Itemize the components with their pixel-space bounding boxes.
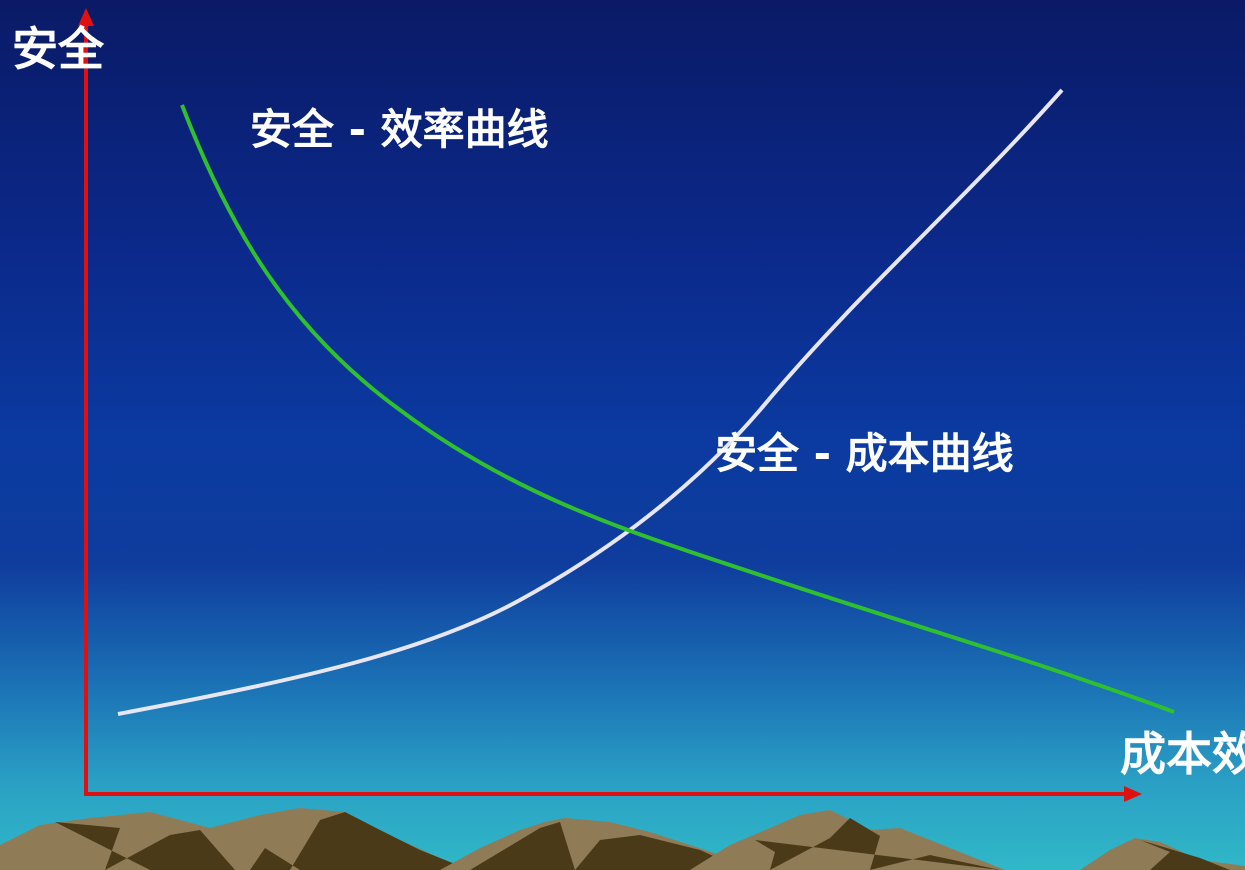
mountain-shape [470,822,745,870]
x-axis-arrow-head-icon [1124,786,1142,802]
mountain-shape [755,818,1000,870]
x-axis-title: 成本效率 [1120,727,1245,781]
mountain-range-illustration [0,808,1245,870]
mountain-shape [55,812,470,870]
safety-efficiency-curve [180,104,1175,714]
safety-efficiency-curve-label: 安全 - 效率曲线 [250,105,549,154]
y-axis-arrow-head-icon [78,8,94,26]
safety-cost-curve-label: 安全 - 成本曲线 [715,429,1014,478]
y-axis-title: 安全 [12,22,104,76]
mountain-shape [1140,840,1230,870]
safety-cost-curve [117,88,1064,716]
